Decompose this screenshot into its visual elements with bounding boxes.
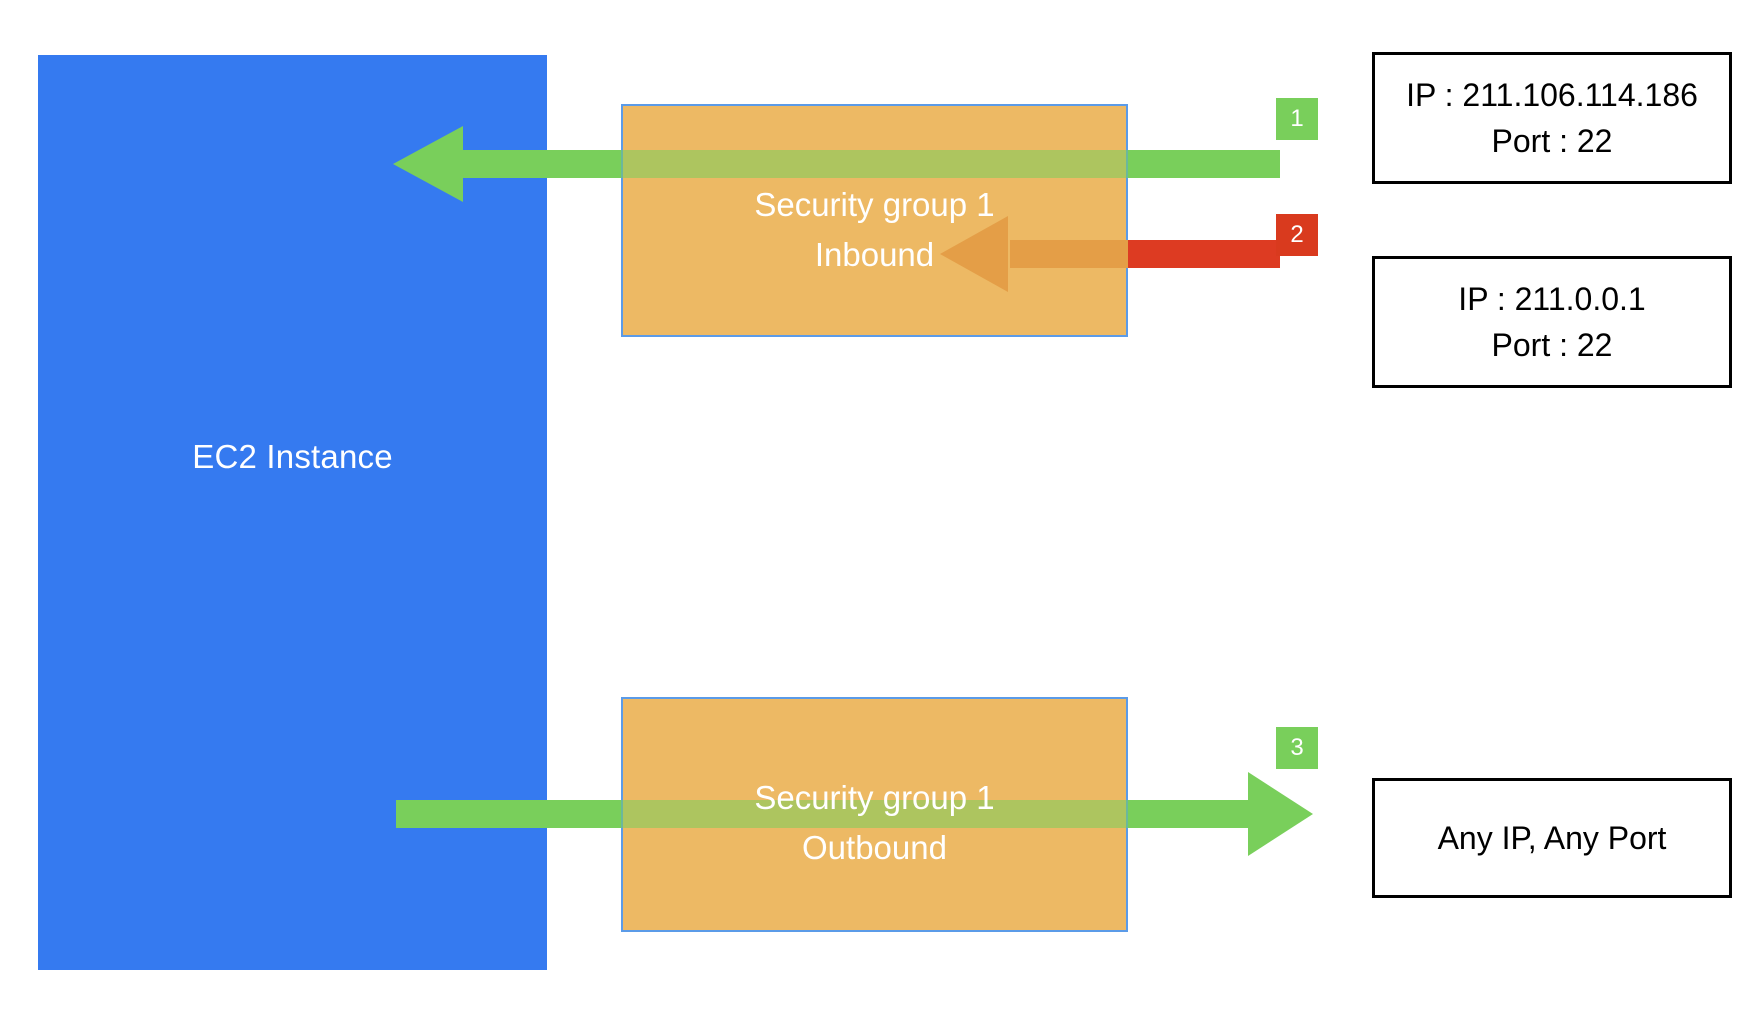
endpoint-2-ip: IP : 211.0.0.1: [1458, 281, 1646, 317]
endpoint-box-3: Any IP, Any Port: [1372, 778, 1732, 898]
inbound-denied-arrow-shaft: [1128, 240, 1280, 268]
endpoint-3-any: Any IP, Any Port: [1437, 820, 1667, 856]
ec2-instance-box: [38, 55, 547, 970]
endpoint-2-port: Port : 22: [1491, 327, 1613, 363]
inbound-denied-blocked-shaft: [1010, 240, 1128, 268]
endpoint-1-ip: IP : 211.106.114.186: [1406, 77, 1698, 113]
inbound-allowed-arrow-shaft-inner: [462, 150, 623, 178]
endpoint-box-2: IP : 211.0.0.1 Port : 22: [1372, 256, 1732, 388]
endpoint-1-port: Port : 22: [1491, 123, 1613, 159]
inbound-allowed-arrow-head: [393, 126, 463, 202]
inbound-allowed-arrow-shaft-over-sg: [621, 150, 1128, 178]
outbound-allowed-arrow-head: [1248, 772, 1313, 856]
security-group-inbound-box: [621, 104, 1128, 337]
inbound-allowed-arrow-shaft-outer: [1128, 150, 1280, 178]
endpoint-box-1: IP : 211.106.114.186 Port : 22: [1372, 52, 1732, 184]
badge-3: 3: [1276, 727, 1318, 769]
badge-2: 2: [1276, 214, 1318, 256]
outbound-allowed-arrow-shaft-over-sg: [621, 800, 1128, 828]
outbound-allowed-arrow-shaft-inner: [396, 800, 623, 828]
inbound-denied-blocked-head: [940, 216, 1008, 292]
outbound-allowed-arrow-shaft-outer: [1128, 800, 1248, 828]
badge-1: 1: [1276, 98, 1318, 140]
